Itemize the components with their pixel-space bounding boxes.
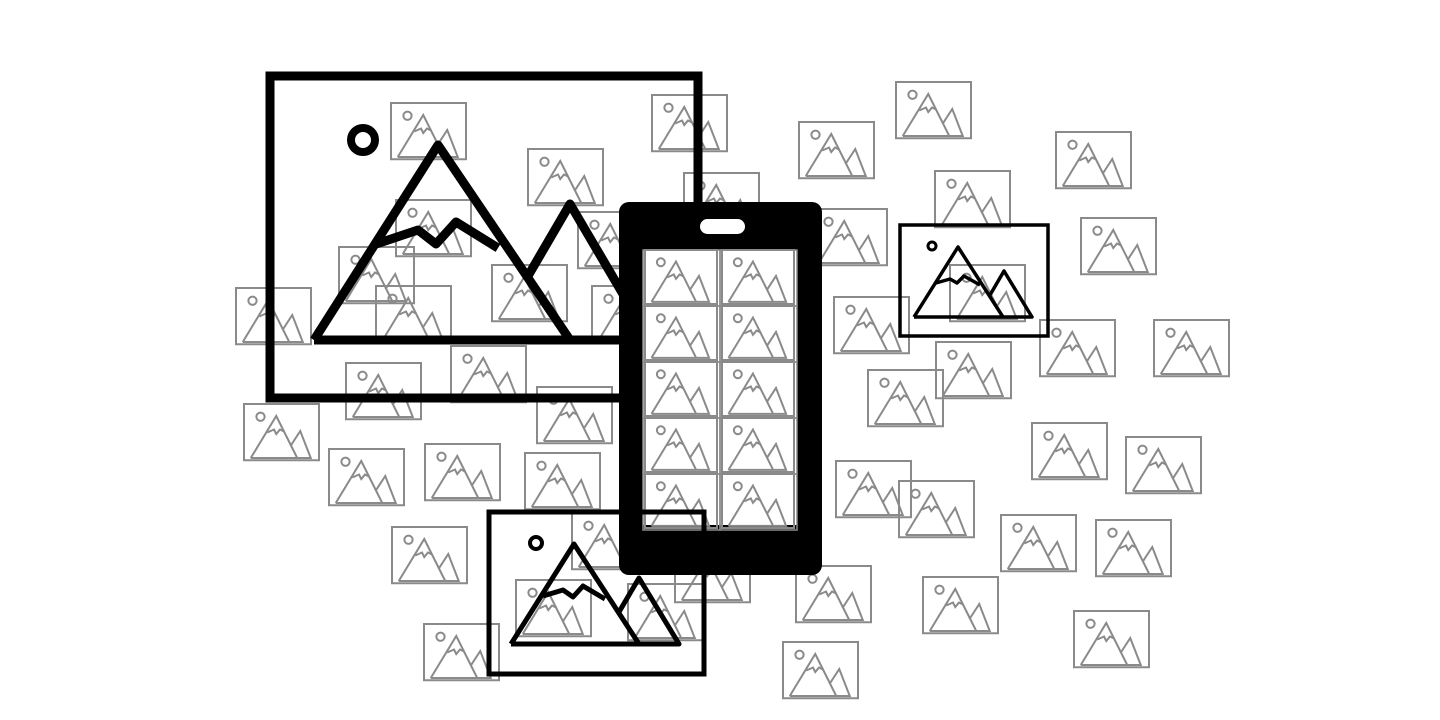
thumbnail-icon xyxy=(523,451,602,511)
thumbnail-icon xyxy=(1038,318,1117,378)
thumbnail-icon xyxy=(781,640,860,700)
thumbnail-icon xyxy=(389,101,468,161)
thumbnail-icon xyxy=(526,147,605,207)
phone-thumbnail-grid xyxy=(642,248,798,531)
thumbnail-icon xyxy=(921,575,1000,635)
thumbnail-icon xyxy=(934,340,1013,400)
thumbnail-icon xyxy=(390,525,469,585)
thumbnail-icon xyxy=(999,513,1078,573)
small-picture-icon xyxy=(898,223,1050,338)
thumbnail-icon xyxy=(650,93,729,153)
thumbnail-icon xyxy=(1152,318,1231,378)
thumbnail-icon xyxy=(1079,216,1158,276)
thumbnail-icon xyxy=(797,120,876,180)
thumbnail-icon xyxy=(933,169,1012,229)
thumbnail-icon xyxy=(423,442,502,502)
medium-picture-icon xyxy=(486,509,707,677)
thumbnail-icon xyxy=(1054,130,1133,190)
thumbnail-icon xyxy=(1030,421,1109,481)
phone-speaker xyxy=(700,219,745,234)
thumbnail-icon xyxy=(1124,435,1203,495)
thumbnail-icon xyxy=(832,295,911,355)
thumbnail-icon xyxy=(242,402,321,462)
thumbnail-icon xyxy=(344,361,423,421)
smartphone-icon xyxy=(619,202,822,575)
thumbnail-icon xyxy=(810,207,889,267)
thumbnail-icon xyxy=(1094,518,1173,578)
thumbnail-icon xyxy=(894,80,973,140)
thumbnail-icon xyxy=(866,368,945,428)
thumbnail-icon xyxy=(327,447,406,507)
thumbnail-icon xyxy=(1072,609,1151,669)
thumbnail-icon xyxy=(626,582,705,642)
